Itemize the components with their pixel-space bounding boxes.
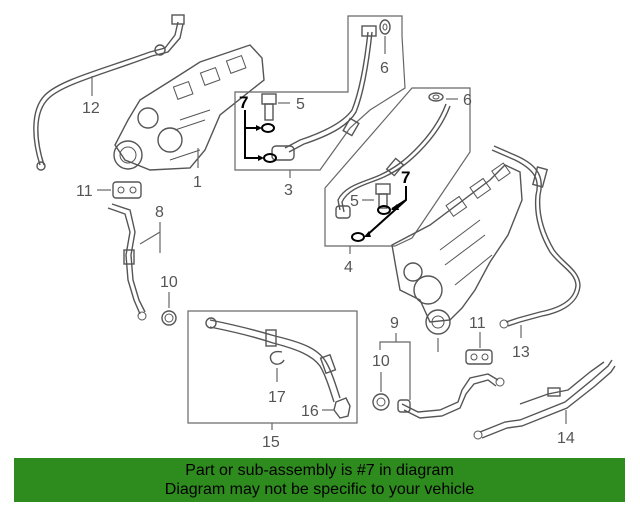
callout-10-right: 10 bbox=[372, 353, 390, 370]
info-banner-line-1: Part or sub-assembly is #7 in diagram bbox=[185, 462, 454, 479]
box-part-3 bbox=[234, 15, 406, 171]
callout-16: 16 bbox=[301, 403, 319, 420]
callout-17: 17 bbox=[268, 389, 286, 406]
part-6-seal-lower[interactable] bbox=[428, 92, 444, 102]
part-14-line[interactable] bbox=[473, 359, 616, 440]
part-9-oil-return-line[interactable] bbox=[397, 373, 505, 419]
part-5-bolt-lower[interactable] bbox=[375, 183, 391, 209]
callout-5-lower: 5 bbox=[350, 193, 359, 210]
callout-5-upper: 5 bbox=[296, 96, 305, 113]
part-13-oil-line[interactable] bbox=[491, 145, 581, 329]
part-3-line-assembly[interactable] bbox=[271, 25, 377, 161]
part-15-water-line[interactable] bbox=[205, 317, 341, 403]
callout-1: 1 bbox=[193, 174, 202, 191]
callout-4: 4 bbox=[344, 259, 353, 276]
callout-3: 3 bbox=[284, 182, 293, 199]
info-banner: Part or sub-assembly is #7 in diagram Di… bbox=[14, 458, 625, 502]
callout-8: 8 bbox=[155, 204, 164, 221]
info-banner-line-2: Diagram may not be specific to your vehi… bbox=[164, 481, 475, 498]
callout-6-lower: 6 bbox=[463, 92, 472, 109]
callout-12: 12 bbox=[82, 100, 100, 117]
part-11-gasket-left[interactable] bbox=[112, 181, 142, 199]
part-7-washer-upper-a[interactable] bbox=[261, 123, 275, 133]
callout-10-left: 10 bbox=[160, 274, 178, 291]
callout-6-upper: 6 bbox=[380, 60, 389, 77]
part-10-ring-right[interactable] bbox=[372, 393, 390, 411]
callout-15: 15 bbox=[262, 434, 280, 451]
part-8-oil-return-line[interactable] bbox=[107, 203, 147, 321]
callout-11-left: 11 bbox=[76, 183, 93, 200]
part-4-line-assembly[interactable] bbox=[335, 103, 451, 219]
callout-13: 13 bbox=[512, 344, 530, 361]
part-6-seal-upper[interactable] bbox=[379, 19, 391, 35]
part-7-washer-lower-b[interactable] bbox=[351, 232, 365, 242]
part-16-connector[interactable] bbox=[333, 397, 351, 419]
callout-11-right: 11 bbox=[469, 315, 486, 332]
box-part-4 bbox=[324, 87, 471, 247]
callout-7-upper: 7 bbox=[239, 93, 248, 112]
part-5-bolt-upper[interactable] bbox=[261, 93, 277, 121]
callout-14: 14 bbox=[557, 430, 575, 447]
callout-7-upper-leader bbox=[244, 110, 262, 159]
part-12-oil-line[interactable] bbox=[33, 14, 185, 171]
callout-7-lower: 7 bbox=[401, 168, 410, 187]
part-7-washer-upper-b[interactable] bbox=[263, 153, 277, 163]
part-11-gasket-right[interactable] bbox=[465, 349, 493, 365]
part-17-clip[interactable] bbox=[269, 350, 285, 365]
part-7-washer-lower-a[interactable] bbox=[377, 205, 391, 215]
parts-diagram: 12 1 11 8 10 bbox=[33, 14, 616, 451]
part-10-ring-left[interactable] bbox=[161, 310, 177, 326]
part-1-turbocharger[interactable] bbox=[113, 44, 265, 171]
callout-9: 9 bbox=[390, 315, 399, 332]
part-2-turbocharger[interactable] bbox=[391, 162, 523, 335]
